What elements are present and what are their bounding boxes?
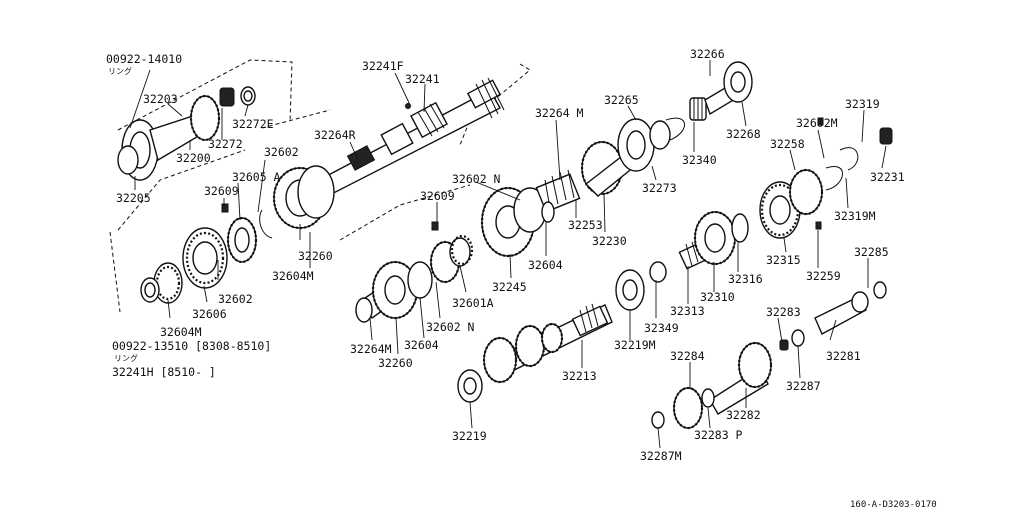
label-32606: 32606 [192, 307, 227, 321]
label-32219m: 32219M [614, 338, 656, 352]
right-gear-cluster [678, 117, 893, 270]
input-shaft-assembly [117, 86, 256, 181]
label-32205: 32205 [116, 191, 151, 205]
label-32602-a: 32602 [264, 145, 299, 159]
label-32315: 32315 [766, 253, 801, 267]
label-32241h: 32241H [8510- ] [112, 365, 216, 379]
label-32260-b: 32260 [378, 356, 413, 370]
label-32287: 32287 [786, 379, 821, 393]
label-32200: 32200 [176, 151, 211, 165]
label-32203: 32203 [143, 92, 178, 106]
label-32609-a: 32609 [204, 184, 239, 198]
label-ring-2: リング [114, 353, 138, 363]
label-32604-b: 32604 [404, 338, 439, 352]
label-32281: 32281 [826, 349, 861, 363]
label-32313: 32313 [670, 304, 705, 318]
label-32230: 32230 [592, 234, 627, 248]
label-32604m-b: 32604M [160, 325, 202, 339]
label-ring-1: リング [108, 66, 132, 76]
drawing-code: 160-A-D3203-0170 [850, 500, 937, 510]
label-32272e: 32272E [232, 117, 274, 131]
label-32602m: 32602M [796, 116, 838, 130]
label-32259: 32259 [806, 269, 841, 283]
label-32310: 32310 [700, 290, 735, 304]
part-labels: 00922-14010 リング 32203 32272E 32272 32200… [106, 47, 937, 510]
label-32219: 32219 [452, 429, 487, 443]
label-32241f: 32241F [362, 59, 404, 73]
label-32319: 32319 [845, 97, 880, 111]
label-32602-b: 32602 [218, 292, 253, 306]
leader-lines [129, 60, 887, 449]
lower-left-gear-cluster [355, 234, 474, 323]
label-32609-b: 32609 [420, 189, 455, 203]
label-32231: 32231 [870, 170, 905, 184]
label-32282: 32282 [726, 408, 761, 422]
label-32260-a: 32260 [298, 249, 333, 263]
label-32605a: 32605 A [232, 170, 281, 184]
countershaft-assembly [457, 261, 667, 403]
label-32340: 32340 [682, 153, 717, 167]
label-32245: 32245 [492, 280, 527, 294]
label-32264m-a: 32264 M [535, 106, 584, 120]
label-32268: 32268 [726, 127, 761, 141]
label-32266: 32266 [690, 47, 725, 61]
label-32601a: 32601A [452, 296, 494, 310]
label-32316: 32316 [728, 272, 763, 286]
label-32264r: 32264R [314, 128, 356, 142]
label-32265: 32265 [604, 93, 639, 107]
label-32604-a: 32604 [528, 258, 563, 272]
label-32213: 32213 [562, 369, 597, 383]
label-32258: 32258 [770, 137, 805, 151]
left-synchro-group [140, 203, 258, 304]
label-32253: 32253 [568, 218, 603, 232]
label-32602n-b: 32602 N [426, 320, 475, 334]
label-32602n-a: 32602 N [452, 172, 501, 186]
label-32283p: 32283 P [694, 428, 743, 442]
label-32287m: 32287M [640, 449, 682, 463]
label-00922-14010: 00922-14010 [106, 52, 182, 66]
label-32285: 32285 [854, 245, 889, 259]
label-32604m-a: 32604M [272, 269, 314, 283]
label-32284: 32284 [670, 349, 705, 363]
middle-gear-cluster [431, 61, 753, 258]
main-shaft-assembly [259, 77, 505, 239]
label-32349: 32349 [644, 321, 679, 335]
label-32272: 32272 [208, 137, 243, 151]
label-32319m: 32319M [834, 209, 876, 223]
label-32283: 32283 [766, 305, 801, 319]
label-32264m-b: 32264M [350, 342, 392, 356]
label-32241: 32241 [405, 72, 440, 86]
reverse-idler-assembly [651, 281, 887, 430]
label-00922-13510: 00922-13510 [8308-8510] [112, 339, 271, 353]
label-32273: 32273 [642, 181, 677, 195]
